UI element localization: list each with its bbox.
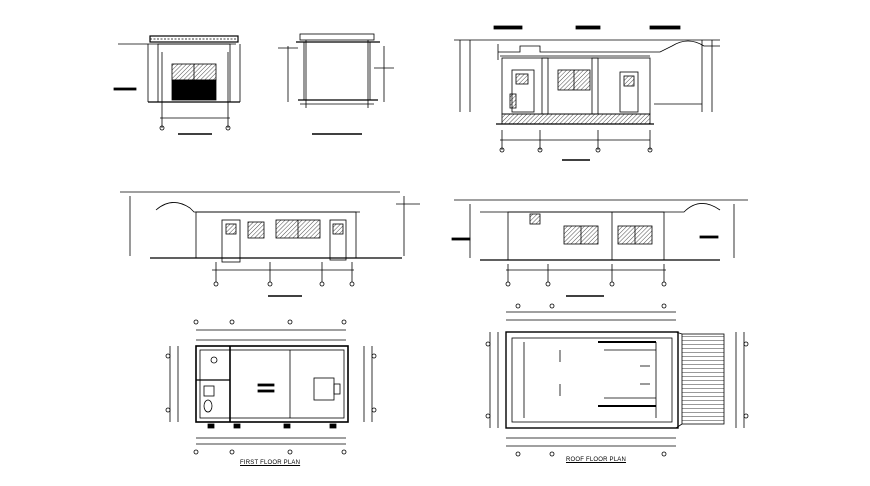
roof-floor-plan: [485, 303, 749, 457]
front-elevation-mid: [451, 199, 748, 297]
first-floor-plan-caption: FIRST FLOOR PLAN: [240, 460, 301, 466]
side-elevation-a: [113, 35, 241, 135]
first-floor-plan: [165, 319, 377, 455]
roof-floor-plan-caption: ROOF FLOOR PLAN: [566, 457, 627, 463]
front-elevation-top: [454, 25, 720, 161]
side-elevation-b: [278, 33, 394, 135]
rear-elevation: [120, 191, 420, 297]
